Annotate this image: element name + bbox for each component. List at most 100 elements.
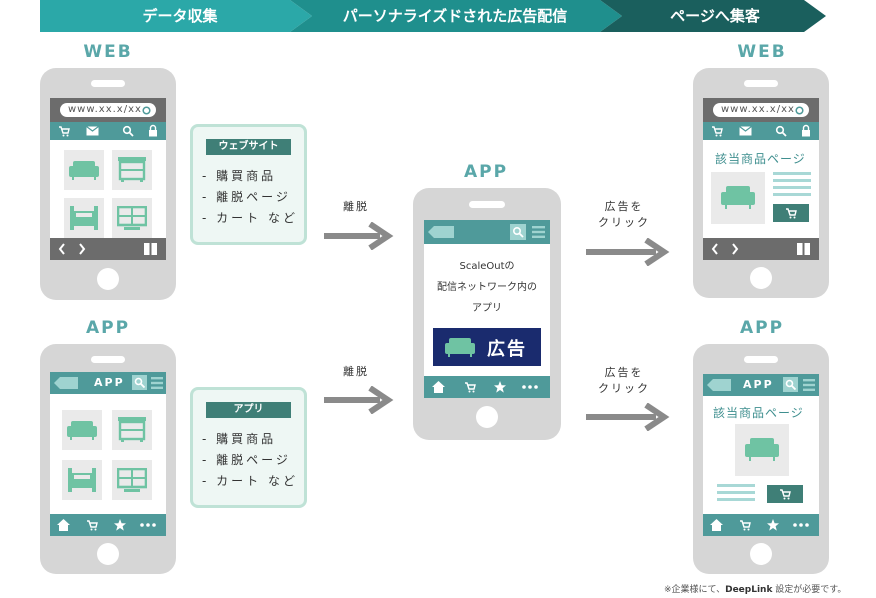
product-tile-tv[interactable] (112, 460, 152, 500)
card-item: - カート など (202, 211, 298, 225)
arrow-right-top-left (324, 222, 394, 250)
menu-icon[interactable] (532, 226, 545, 238)
step-banner-arrows (40, 0, 826, 32)
cart-icon[interactable] (739, 519, 751, 531)
footnote-deeplink: DeepLink (725, 585, 773, 595)
arrow-right-bottom-right (586, 403, 670, 431)
app-toolbar: APP (703, 374, 819, 396)
book-icon[interactable] (797, 243, 810, 255)
phone-speaker (744, 80, 778, 87)
app-toolbar: APP (50, 372, 166, 394)
url-field[interactable]: www.xx.x/xx (713, 103, 809, 117)
back-icon[interactable] (428, 226, 454, 238)
menu-icon[interactable] (803, 379, 815, 391)
sofa-icon (67, 421, 97, 440)
product-image (711, 172, 765, 224)
web-phone-right-screen: www.xx.x/xx 該当商品ページ (703, 98, 819, 260)
product-tile-sofa[interactable] (64, 150, 104, 190)
lock-icon[interactable] (148, 124, 158, 137)
center-app-phone: ScaleOutの 配信ネットワーク内の アプリ 広告 (413, 188, 561, 440)
footnote-suffix: 設定が必要です。 (772, 585, 847, 595)
more-icon[interactable] (522, 385, 538, 389)
app-label-right: APP (739, 318, 785, 338)
more-icon[interactable] (793, 523, 809, 527)
product-tile-bed[interactable] (62, 460, 102, 500)
refresh-icon[interactable] (795, 106, 804, 115)
add-to-cart-button[interactable] (767, 485, 803, 503)
step-banner: データ収集 パーソナライズドされた広告配信 ページへ集客 (40, 0, 826, 32)
home-icon[interactable] (710, 519, 723, 531)
star-icon[interactable] (494, 381, 506, 393)
mail-icon[interactable] (739, 126, 752, 136)
network-app-line1: ScaleOutの (459, 261, 515, 272)
star-icon[interactable] (114, 519, 126, 531)
star-icon[interactable] (767, 519, 779, 531)
chevron-left-icon[interactable] (711, 243, 719, 255)
home-button[interactable] (750, 267, 772, 289)
browser-bottom-bar (703, 238, 819, 260)
browser-address-row: www.xx.x/xx (50, 98, 166, 122)
search-icon (785, 379, 796, 390)
ad-banner[interactable]: 広告 (433, 328, 541, 366)
step-3-label: ページへ集客 (670, 7, 760, 25)
book-icon[interactable] (144, 243, 157, 255)
search-button[interactable] (510, 224, 526, 240)
search-icon[interactable] (775, 125, 787, 137)
click-label-top-1: 広告を (604, 200, 644, 213)
click-label-top-2: クリック (598, 216, 650, 229)
card-item: - カート など (202, 474, 298, 488)
cart-icon[interactable] (58, 125, 70, 137)
product-tile-dresser[interactable] (112, 410, 152, 450)
app-title: APP (743, 378, 774, 391)
home-icon[interactable] (57, 519, 70, 531)
search-button[interactable] (132, 375, 147, 390)
search-icon[interactable] (122, 125, 134, 137)
card-title-web: ウェブサイト (206, 139, 291, 155)
tv-icon (117, 206, 147, 230)
home-button[interactable] (476, 406, 498, 428)
cart-icon (780, 489, 791, 500)
home-icon[interactable] (432, 381, 445, 393)
product-tile-dresser[interactable] (112, 150, 152, 190)
dresser-icon (118, 417, 146, 442)
dresser-icon (118, 157, 146, 182)
arrow-right-bottom-left (324, 386, 394, 414)
home-button[interactable] (750, 543, 772, 565)
back-icon[interactable] (707, 379, 731, 391)
home-button[interactable] (97, 268, 119, 290)
app-phone-left-screen: APP (50, 372, 166, 536)
card-item: - 離脱ページ (202, 453, 291, 467)
cart-icon[interactable] (464, 381, 476, 393)
bed-icon (70, 206, 98, 230)
product-page-title: 該当商品ページ (713, 406, 804, 420)
mail-icon[interactable] (86, 126, 99, 136)
app-label-center: APP (463, 162, 509, 182)
chevron-left-icon[interactable] (58, 243, 66, 255)
home-button[interactable] (97, 543, 119, 565)
url-field[interactable]: www.xx.x/xx (60, 103, 156, 117)
app-data-card: アプリ - 購買商品 - 離脱ページ - カート など (190, 387, 307, 508)
product-tile-sofa[interactable] (62, 410, 102, 450)
web-data-card: ウェブサイト - 購買商品 - 離脱ページ - カート など (190, 124, 307, 245)
web-label-left: WEB (83, 42, 133, 62)
chevron-right-icon[interactable] (78, 243, 86, 255)
tv-icon (117, 468, 147, 492)
cart-icon[interactable] (711, 125, 723, 137)
search-button[interactable] (783, 377, 798, 392)
more-icon[interactable] (140, 523, 156, 527)
search-icon (134, 377, 145, 388)
add-to-cart-button[interactable] (773, 204, 809, 222)
web-toolbar (50, 122, 166, 140)
phone-speaker (744, 356, 778, 363)
lock-icon[interactable] (801, 124, 811, 137)
network-app-line3: アプリ (472, 303, 502, 314)
url-text: www.xx.x/xx (721, 104, 795, 115)
cart-icon[interactable] (86, 519, 98, 531)
product-tile-bed[interactable] (64, 198, 104, 238)
chevron-right-icon[interactable] (731, 243, 739, 255)
menu-icon[interactable] (151, 377, 163, 389)
footnote: ※企業様にて、DeepLink 設定が必要です。 (664, 582, 846, 595)
product-tile-tv[interactable] (112, 198, 152, 238)
back-icon[interactable] (54, 377, 78, 389)
refresh-icon[interactable] (142, 106, 151, 115)
